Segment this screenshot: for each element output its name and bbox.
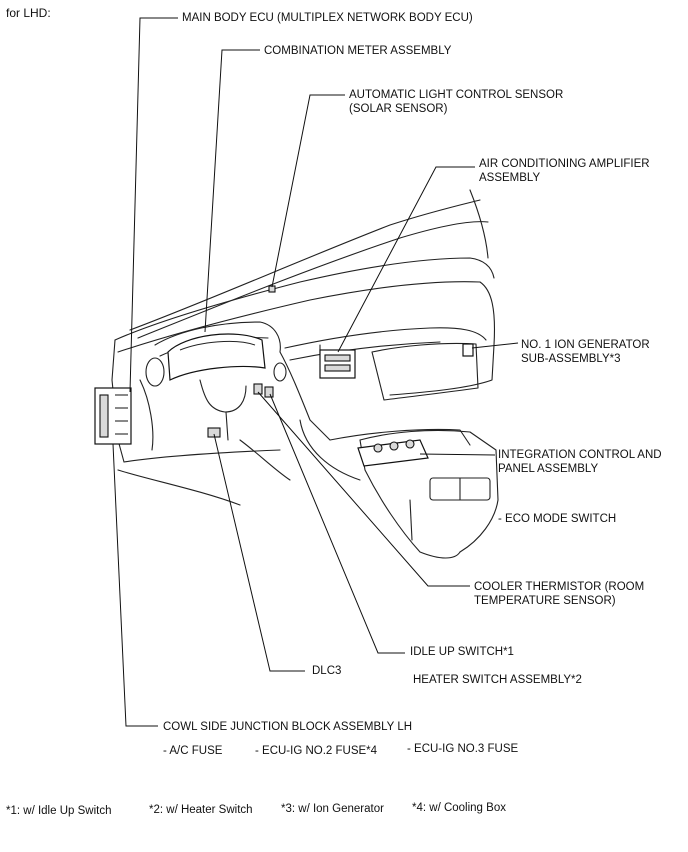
label-heater-switch: HEATER SWITCH ASSEMBLY*2 xyxy=(413,674,582,686)
label-ac-fuse: - A/C FUSE xyxy=(163,745,223,757)
label-cowl-side-jb: COWL SIDE JUNCTION BLOCK ASSEMBLY LH xyxy=(163,721,413,733)
dlc3-shape xyxy=(207,427,221,438)
main-body-ecu-shape xyxy=(94,387,132,445)
label-combination-meter: COMBINATION METER ASSEMBLY xyxy=(264,45,452,57)
label-ecu-ig-no2: - ECU-IG NO.2 FUSE*4 xyxy=(255,745,378,757)
footnote-2: *2: w/ Heater Switch xyxy=(149,804,253,816)
label-integration-panel: INTEGRATION CONTROL AND PANEL ASSEMBLY xyxy=(498,449,662,475)
thermistor-shape xyxy=(253,383,263,395)
page-title: for LHD: xyxy=(6,6,51,20)
integration-panel-shape xyxy=(357,439,429,467)
label-dlc3: DLC3 xyxy=(312,665,342,677)
label-idle-up-switch: IDLE UP SWITCH*1 xyxy=(410,646,514,658)
label-ecu-ig-no3: - ECU-IG NO.3 FUSE xyxy=(407,743,519,755)
leader-lines xyxy=(112,17,519,727)
label-ion-generator: NO. 1 ION GENERATOR SUB-ASSEMBLY*3 xyxy=(521,339,650,365)
footnote-3: *3: w/ Ion Generator xyxy=(281,803,384,815)
label-main-body-ecu: MAIN BODY ECU (MULTIPLEX NETWORK BODY EC… xyxy=(182,12,473,24)
idle-up-switch-shape xyxy=(264,386,274,398)
combination-meter-shape xyxy=(167,333,266,381)
label-cooler-thermistor: COOLER THERMISTOR (ROOM TEMPERATURE SENS… xyxy=(474,581,645,607)
ion-generator-shape xyxy=(462,343,474,357)
footnote-4: *4: w/ Cooling Box xyxy=(412,802,506,814)
footnote-1: *1: w/ Idle Up Switch xyxy=(6,805,112,817)
label-auto-light-sensor: AUTOMATIC LIGHT CONTROL SENSOR (SOLAR SE… xyxy=(349,89,564,115)
label-ac-amplifier: AIR CONDITIONING AMPLIFIER ASSEMBLY xyxy=(479,158,650,184)
dashboard-outline xyxy=(111,189,499,559)
label-eco-mode-switch: - ECO MODE SWITCH xyxy=(498,513,617,525)
ac-amplifier-shape xyxy=(319,349,356,379)
